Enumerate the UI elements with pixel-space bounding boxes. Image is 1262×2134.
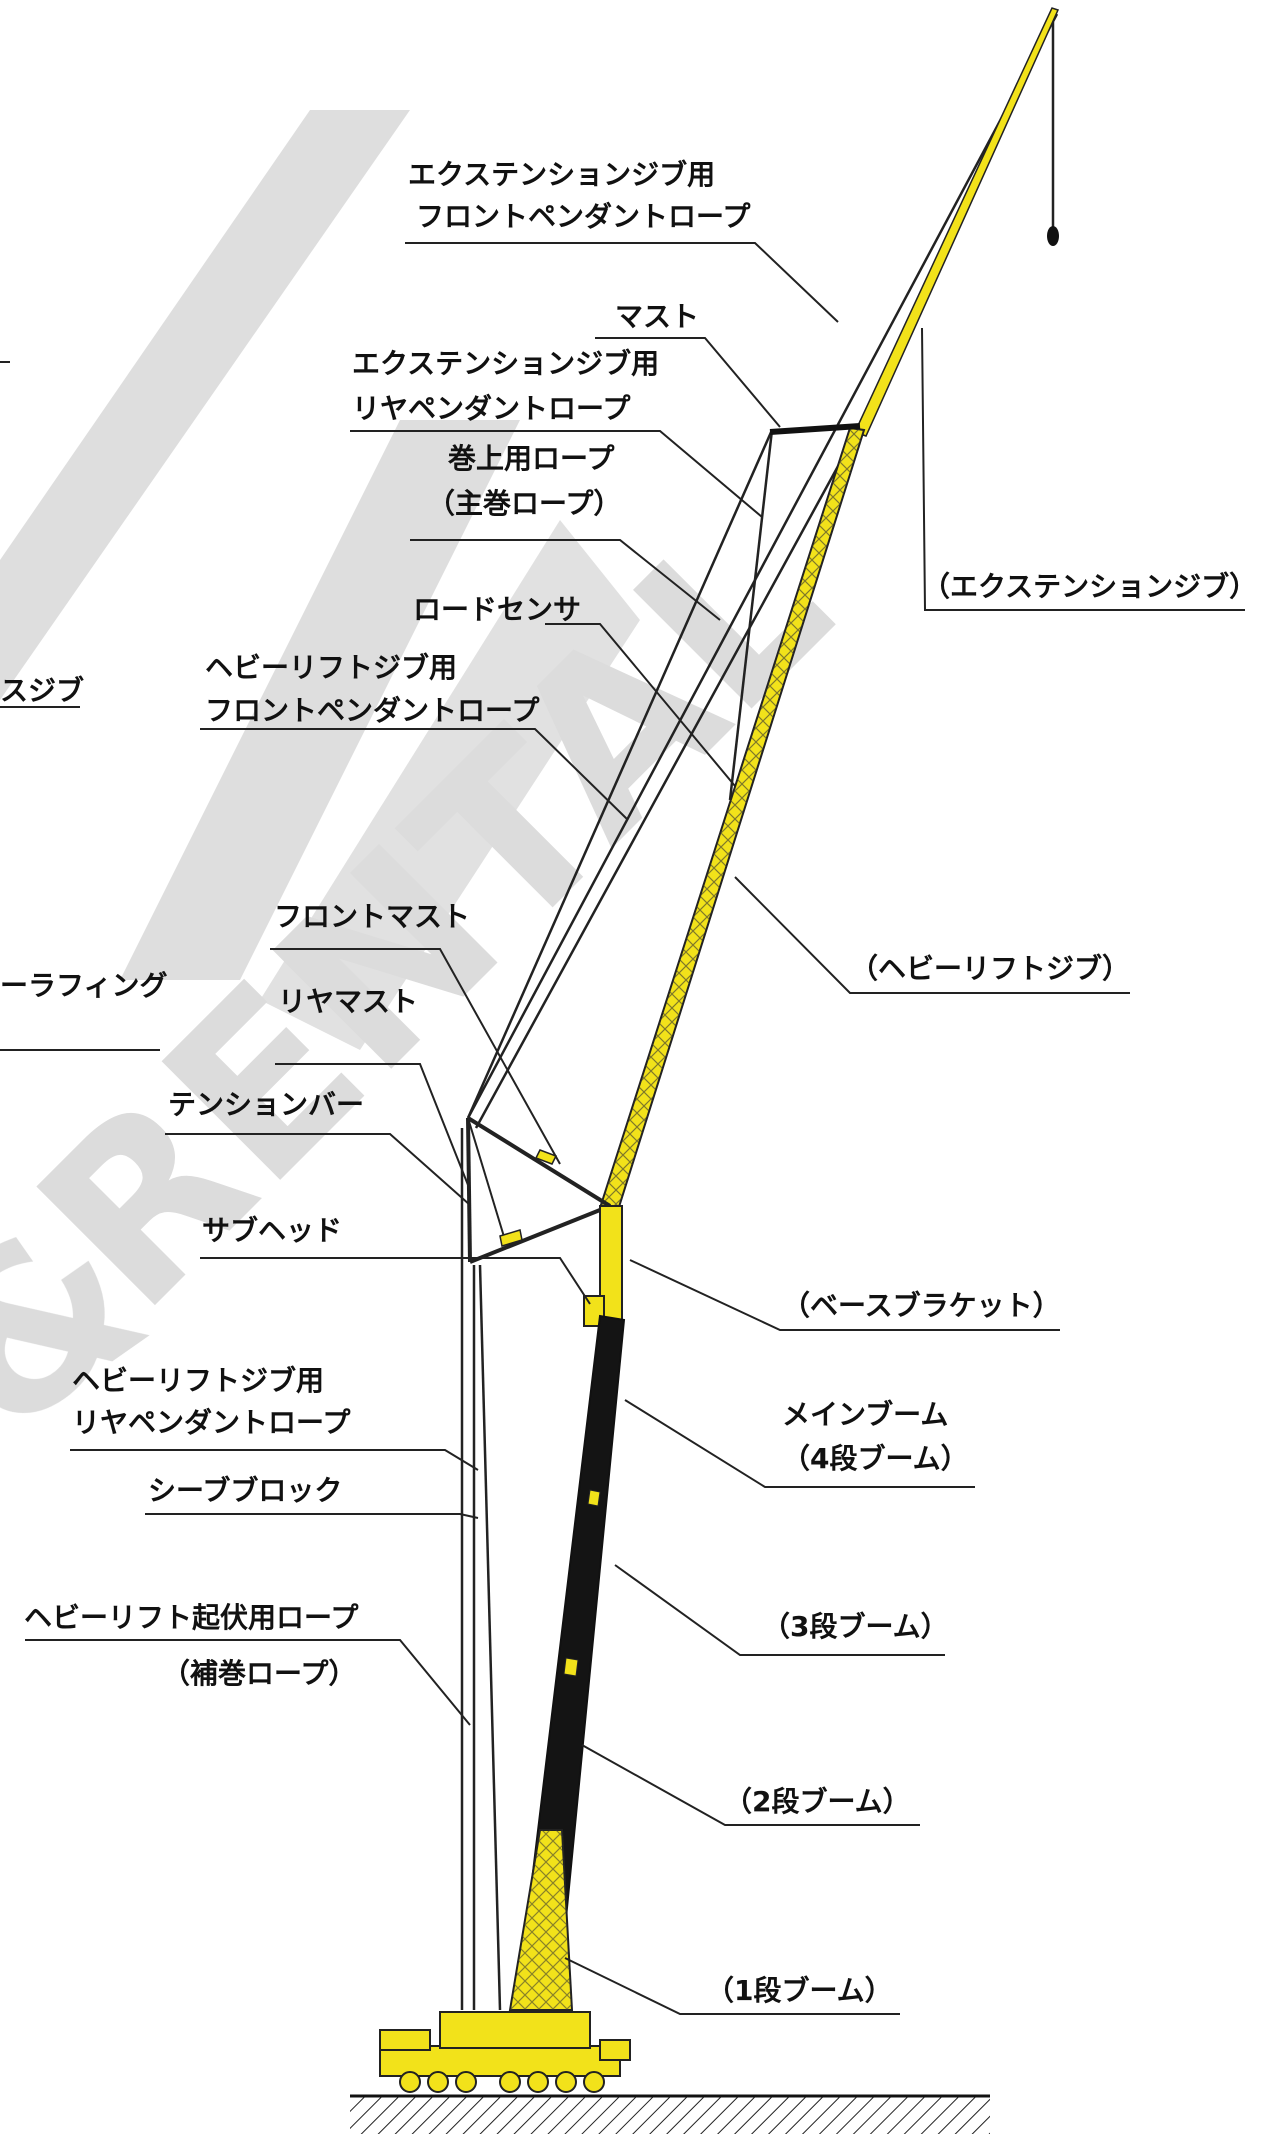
mast-structure: [466, 1116, 612, 1264]
label-main-boom-1: メインブーム: [782, 1398, 948, 1431]
label-hl-jib-rear-pendant-1: ヘビーリフトジブ用: [72, 1364, 324, 1397]
label-sheave-block: シーブブロック: [148, 1474, 342, 1507]
label-rear-mast: リヤマスト: [278, 985, 418, 1018]
label-ext-jib-front-pendant-1: エクステンションジブ用: [408, 158, 715, 191]
label-load-sensor: ロードセンサ: [413, 593, 581, 626]
labels: エクステンションジブ用 フロントペンダントロープ マスト エクステンションジブ用…: [0, 158, 1257, 2007]
label-ext-jib-rear-pendant-2: リヤペンダントロープ: [352, 392, 631, 425]
label-hl-luffing-rope-1: ヘビーリフト起伏用ロープ: [24, 1601, 359, 1634]
label-boom-1: （1段ブーム）: [706, 1974, 893, 2007]
label-heavy-lift-jib: （ヘビーリフトジブ）: [850, 952, 1130, 985]
label-hoist-rope-2: （主巻ロープ）: [427, 487, 621, 520]
label-extension-jib: （エクステンションジブ）: [922, 570, 1257, 603]
hook-icon: [1047, 226, 1059, 246]
label-front-mast: フロントマスト: [274, 900, 470, 933]
leader-lines: [0, 242, 1245, 2015]
label-partial-left-2: ーラフィング: [0, 969, 167, 1002]
label-base-bracket: （ベースブラケット）: [782, 1289, 1061, 1322]
ropes: [460, 13, 1059, 2011]
label-mast: マスト: [615, 300, 699, 333]
mast: [769, 423, 861, 435]
boom-stage-1: [508, 1829, 574, 2011]
label-hl-jib-rear-pendant-2: リヤペンダントロープ: [72, 1406, 351, 1439]
label-tension-bar: テンションバー: [168, 1088, 364, 1121]
wheels: [399, 2071, 605, 2093]
label-sub-head: サブヘッド: [202, 1214, 342, 1247]
base-bracket: [583, 1205, 623, 1327]
label-partial-left-1: スジブ: [0, 674, 84, 707]
label-boom-3: （3段ブーム）: [762, 1610, 949, 1643]
label-hl-luffing-rope-2: （補巻ロープ）: [162, 1657, 356, 1690]
crane-carrier: [379, 2011, 631, 2093]
label-ext-jib-front-pendant-2: フロントペンダントロープ: [416, 200, 751, 233]
label-hl-jib-front-pendant-1: ヘビーリフトジブ用: [205, 651, 457, 684]
ground: [350, 2094, 990, 2134]
label-main-boom-2: （4段ブーム）: [782, 1442, 969, 1475]
label-hl-jib-front-pendant-2: フロントペンダントロープ: [205, 694, 540, 727]
label-boom-2: （2段ブーム）: [724, 1785, 911, 1818]
extension-jib: [853, 7, 1060, 437]
label-ext-jib-rear-pendant-1: エクステンションジブ用: [352, 347, 659, 380]
label-hoist-rope-1: 巻上用ロープ: [447, 442, 615, 475]
